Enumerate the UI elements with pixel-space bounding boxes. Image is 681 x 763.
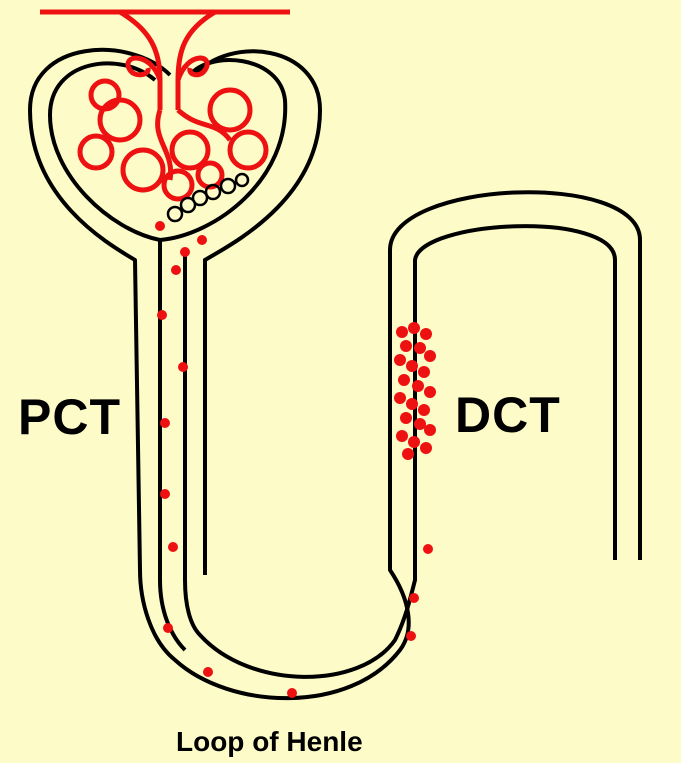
pct-inner-left (160, 240, 185, 650)
tubule-outer-wall (30, 50, 640, 698)
dct-label: DCT (455, 390, 561, 440)
loop-of-henle-label: Loop of Henle (176, 728, 363, 756)
pct-inner-right (185, 226, 615, 677)
glomerulus (80, 81, 266, 199)
pct-label: PCT (18, 392, 121, 442)
vessel-hook-right (178, 58, 207, 80)
